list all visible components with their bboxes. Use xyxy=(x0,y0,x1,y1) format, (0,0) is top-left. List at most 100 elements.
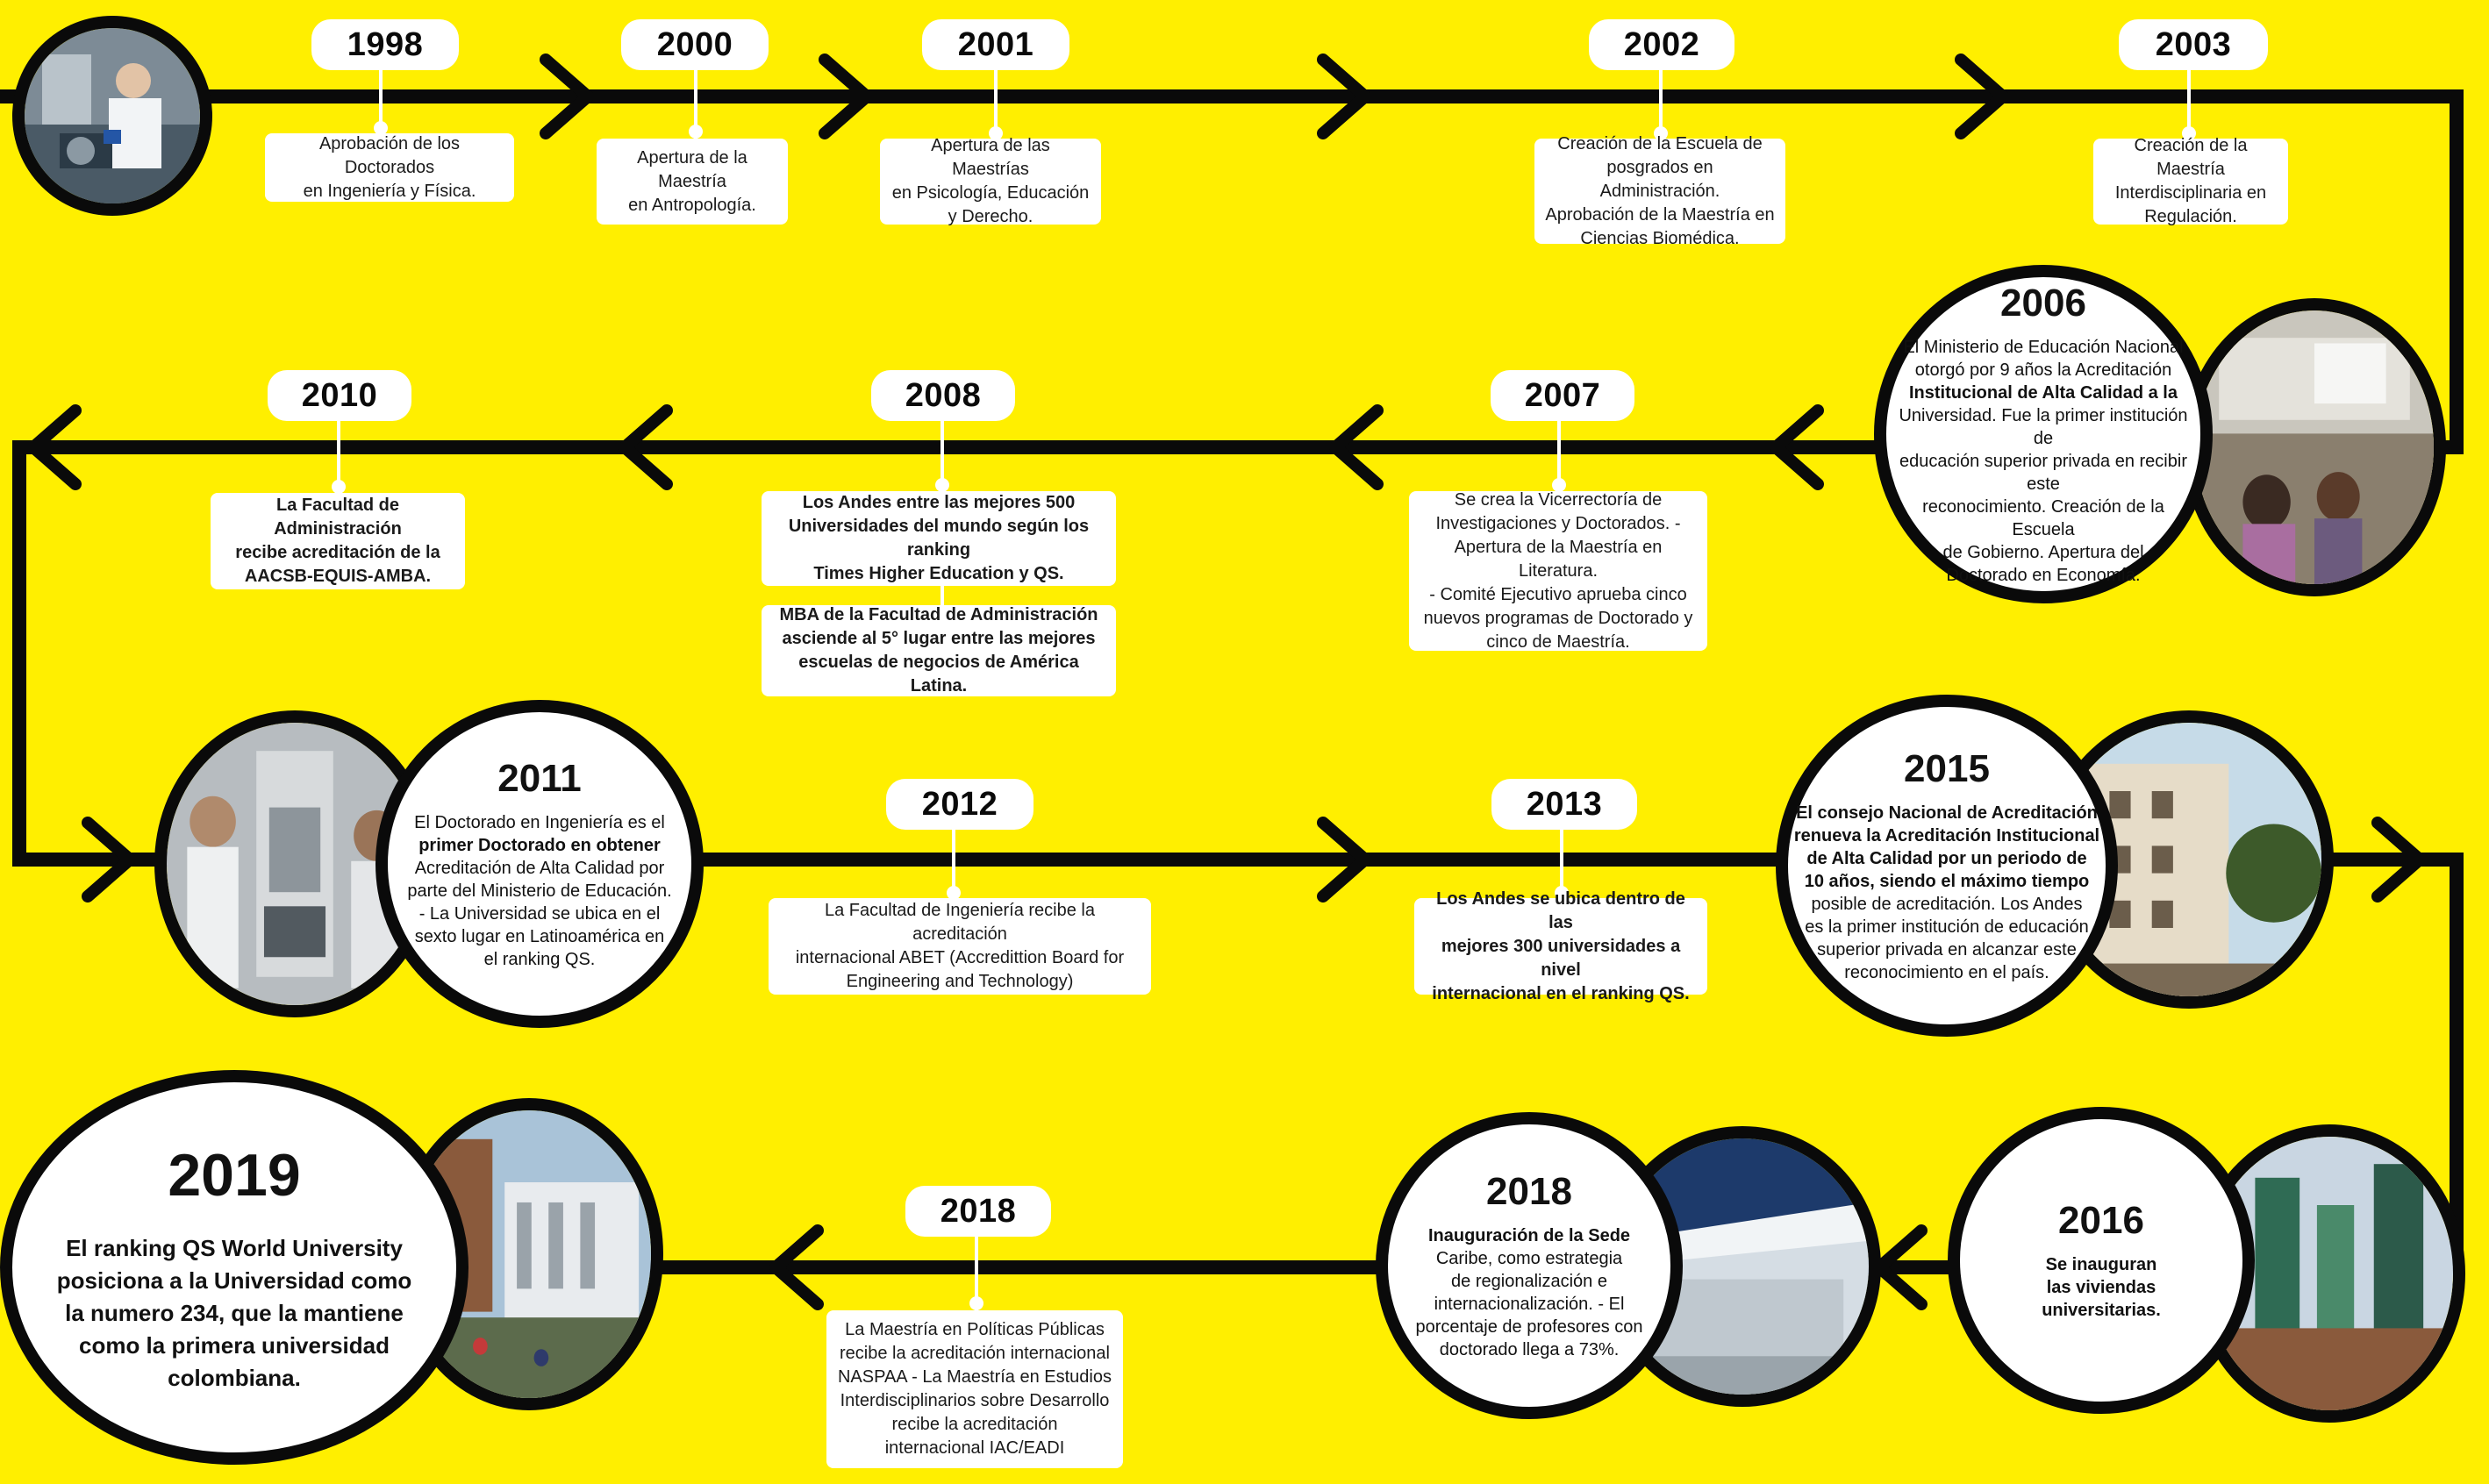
event-text: La Maestría en Políticas Públicas xyxy=(845,1320,1105,1339)
milestone-year: 2015 xyxy=(1904,747,1990,790)
milestone-text: El ranking QS World University xyxy=(66,1234,403,1261)
arrow-right-icon xyxy=(2371,817,2426,903)
milestone-text-line: sexto lugar en Latinoamérica en xyxy=(414,927,665,946)
milestone-text: colombiana. xyxy=(168,1364,301,1391)
event-text: y Derecho. xyxy=(948,207,1034,226)
year-pill-2002: 2002 xyxy=(1589,19,1734,70)
event-box-2007: Se crea la Vicerrectoría de Investigacio… xyxy=(1409,490,1707,652)
arrow-left-icon xyxy=(769,1224,824,1310)
year-pill-2000: 2000 xyxy=(621,19,769,70)
event-text: posgrados en Administración. xyxy=(1599,157,1720,201)
milestone-text: El Ministerio de Educación Nacional otorg… xyxy=(1886,336,2200,587)
milestone-text-line: superior privada en alcanzar este xyxy=(1817,940,2077,960)
event-text: Aprobación de la Maestría en xyxy=(1545,204,1775,225)
milestone-text-line: Caribe, como estrategia xyxy=(1435,1249,1623,1268)
lab-photo xyxy=(12,16,212,216)
year-pill-2010: 2010 xyxy=(268,370,411,421)
event-text: nuevos programas de Doctorado y xyxy=(1423,608,1693,628)
milestone-text-line: de Alta Calidad por un periodo de xyxy=(1806,849,2087,868)
event-box-2008-mba: MBA de la Facultad de Administración asc… xyxy=(762,605,1116,696)
milestone-text-line: otorgó por 9 años la Acreditación xyxy=(1914,360,2172,380)
milestone-text-line: Inauguración de la Sede xyxy=(1427,1226,1631,1245)
event-text: Times Higher Education y QS. xyxy=(813,564,1064,583)
milestone-text: Se inauguran xyxy=(2045,1255,2157,1274)
milestone-text-line: El Ministerio de Educación Nacional xyxy=(1903,338,2184,357)
milestone-year: 2016 xyxy=(2058,1199,2144,1242)
event-box-2002: Creación de la Escuela de posgrados en A… xyxy=(1534,134,1785,248)
event-text: internacional IAC/EADI xyxy=(884,1438,1065,1458)
event-text: NASPAA - La Maestría en Estudios xyxy=(837,1367,1112,1387)
event-box-2001: Apertura de las Maestrías en Psicología,… xyxy=(880,136,1101,226)
event-text: Maestría xyxy=(658,171,726,191)
event-text: cinco de Maestría. xyxy=(1486,631,1630,652)
event-text: Apertura de la Maestría en Literatura. xyxy=(1454,537,1663,581)
milestone-text-line: 10 años, siendo el máximo tiempo xyxy=(1804,872,2090,891)
milestone-text-line: el ranking QS. xyxy=(483,950,596,969)
arrow-left-icon xyxy=(27,404,82,490)
milestone-year: 2011 xyxy=(497,757,582,800)
event-text: - Comité Ejecutivo aprueba cinco xyxy=(1429,584,1687,604)
milestone-text-line: Acreditación de Alta Calidad por xyxy=(414,859,665,878)
milestone-text-line: Institucional de Alta Calidad a la xyxy=(1909,383,2178,403)
arrow-right-icon xyxy=(1317,817,1371,903)
milestone-text: la numero 234, que la mantiene xyxy=(65,1299,404,1326)
year-pill-2007: 2007 xyxy=(1491,370,1634,421)
milestone-circle-2019: 2019 El ranking QS World University posi… xyxy=(0,1070,468,1465)
milestone-text: universitarias. xyxy=(2042,1301,2161,1320)
event-text: Regulación. xyxy=(2144,207,2237,226)
milestone-text: El consejo Nacional de Acreditación renue… xyxy=(1791,802,2103,984)
event-text: internacional en el ranking QS. xyxy=(1432,983,1690,1003)
milestone-text-line: renueva la Acreditación Institucional xyxy=(1793,826,2100,845)
year-pill-2013: 2013 xyxy=(1491,779,1637,830)
event-text: Ciencias Biomédica. xyxy=(1580,228,1740,248)
year-pill-2018: 2018 xyxy=(905,1186,1051,1237)
milestone-text-line: reconocimiento. Creación de la Escuela xyxy=(1922,497,2164,539)
arrow-right-icon xyxy=(1317,54,1371,139)
event-text: Investigaciones y Doctorados. - xyxy=(1435,513,1681,533)
milestone-text-line: es la primer institución de educación xyxy=(1805,917,2089,937)
event-box-2003: Creación de la Maestría Interdisciplinar… xyxy=(2093,136,2288,226)
milestone-circle-2015: 2015 El consejo Nacional de Acreditación… xyxy=(1776,695,2118,1037)
event-box-2013: Los Andes se ubica dentro de las mejores… xyxy=(1414,889,1707,1003)
timeline-line xyxy=(0,89,2464,1274)
event-text: Los Andes se ubica dentro de las xyxy=(1436,888,1685,932)
year-pill-2008: 2008 xyxy=(871,370,1015,421)
event-box-2008-ranking: Los Andes entre las mejores 500 Universi… xyxy=(762,491,1116,586)
event-text: asciende al 5° lugar entre las mejores xyxy=(782,629,1096,648)
event-box-1998: Aprobación de los Doctorados en Ingenier… xyxy=(265,133,514,202)
event-text: Engineering and Technology) xyxy=(846,972,1074,991)
event-text: Universidades del mundo según los rankin… xyxy=(788,517,1090,560)
event-text: La Facultad de Administración xyxy=(274,496,402,539)
milestone-text-line: de regionalización e xyxy=(1451,1272,1607,1291)
year-pill-1998: 1998 xyxy=(311,19,459,70)
year-pill-2001: 2001 xyxy=(922,19,1069,70)
milestone-text-line: El consejo Nacional de Acreditación xyxy=(1796,803,2098,823)
arrow-left-icon xyxy=(1770,404,1824,490)
event-text: escuelas de negocios de América Latina. xyxy=(798,653,1079,696)
event-text: internacional ABET (Accredittion Board f… xyxy=(795,948,1125,967)
arrow-right-icon xyxy=(1955,54,2009,139)
event-text: recibe acreditación de la xyxy=(235,543,440,562)
milestone-year: 2019 xyxy=(168,1141,301,1209)
year-pill-2012: 2012 xyxy=(886,779,1034,830)
event-text: Creación de la Escuela de xyxy=(1557,133,1763,153)
event-text: Creación de la Maestría xyxy=(2134,136,2248,179)
event-box-2018: La Maestría en Políticas Públicas recibe… xyxy=(826,1310,1123,1468)
event-text: mejores 300 universidades a nivel xyxy=(1441,936,1681,980)
milestone-text-line: de Gobierno. Apertura del xyxy=(1942,543,2144,562)
classroom-photo xyxy=(2183,298,2446,596)
event-text: Apertura de las Maestrías xyxy=(931,136,1050,179)
milestone-text-line: posible de acreditación. Los Andes xyxy=(1811,895,2083,914)
milestone-text: posiciona a la Universidad como xyxy=(56,1266,412,1294)
milestone-circle-2016: 2016 Se inauguran las viviendas universi… xyxy=(1948,1107,2255,1414)
arrow-left-icon xyxy=(619,404,673,490)
event-text: Interdisciplinaria en xyxy=(2114,183,2267,203)
arrow-right-icon xyxy=(82,817,136,903)
milestone-text-line: primer Doctorado en obtener xyxy=(418,836,661,855)
event-text: La Facultad de Ingeniería recibe la acre… xyxy=(825,901,1095,944)
event-box-2012: La Facultad de Ingeniería recibe la acre… xyxy=(769,898,1151,995)
milestone-text: las viviendas xyxy=(2046,1278,2156,1297)
